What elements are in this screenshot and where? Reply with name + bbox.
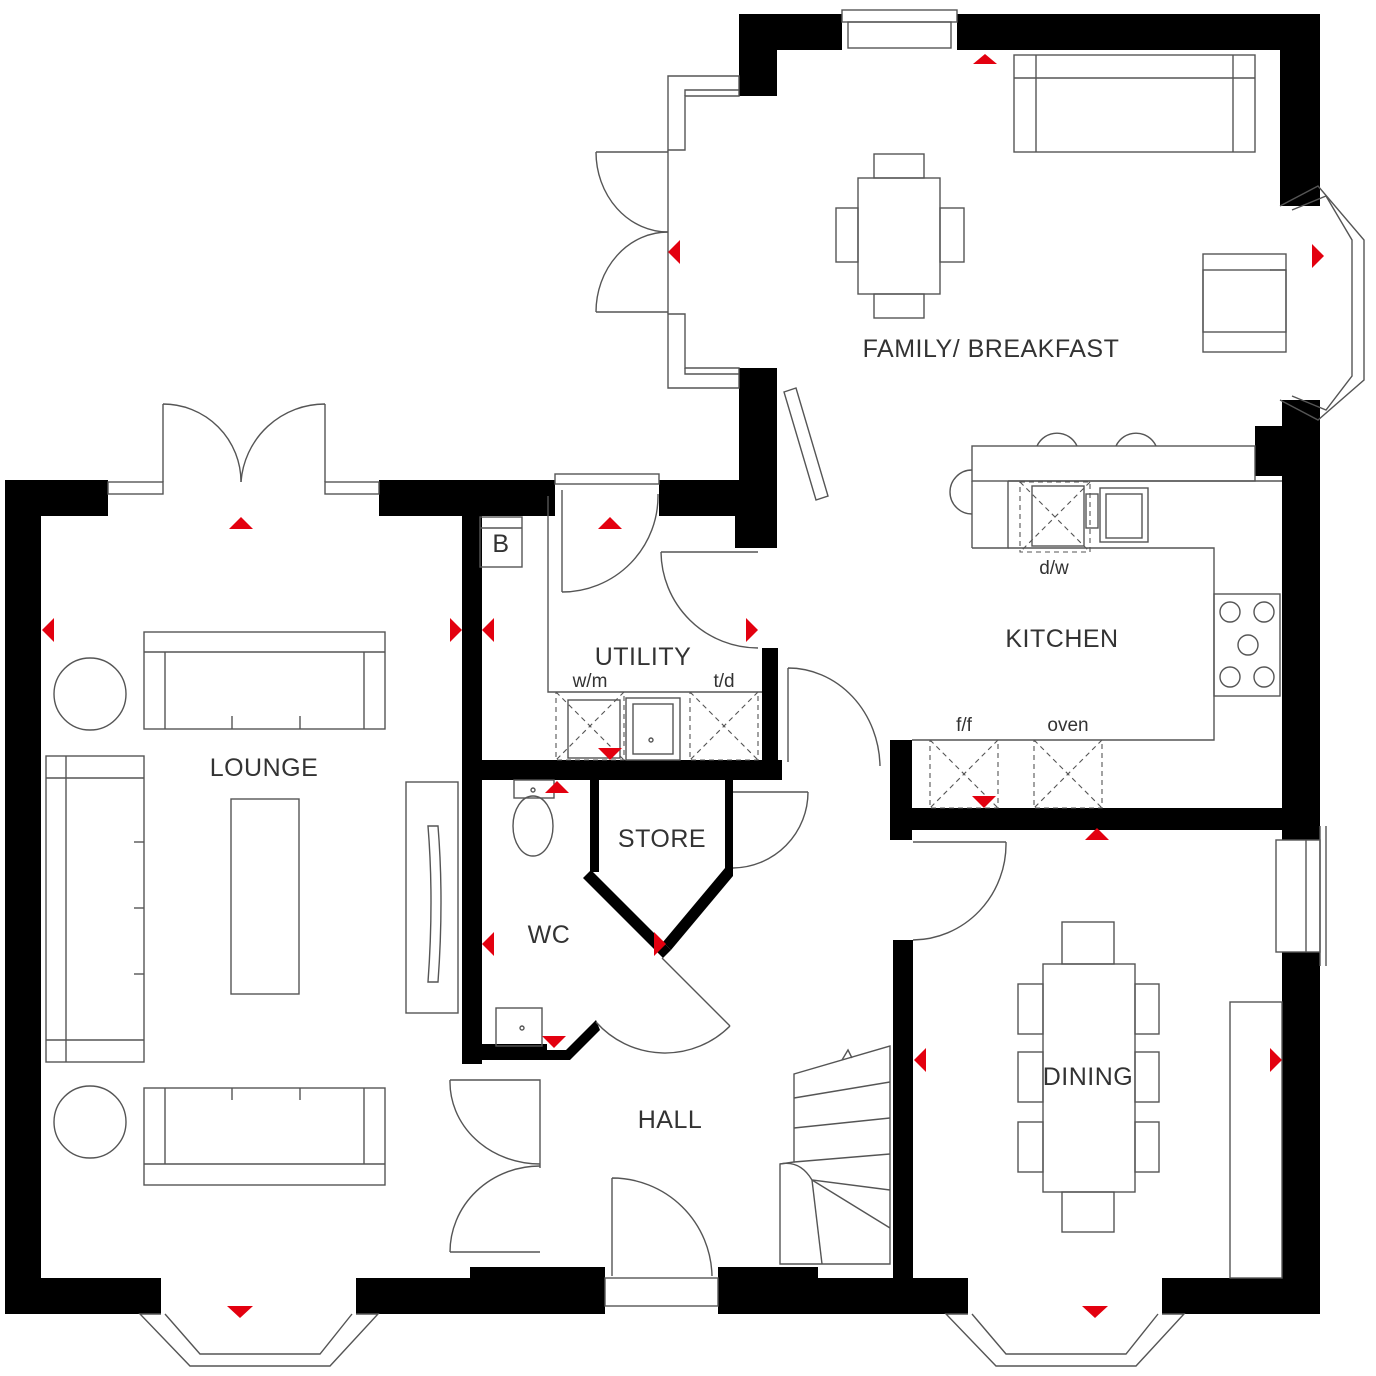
label-washing-machine: w/m — [572, 671, 608, 692]
marker-lounge-left — [42, 618, 54, 642]
utility-right-wall — [762, 648, 778, 778]
marker-lounge-right — [450, 618, 462, 642]
marker-lounge-top — [229, 517, 253, 529]
room-label-wc: WC — [528, 921, 571, 949]
hall-front-wall-left — [470, 1267, 605, 1314]
marker-family-right — [1312, 244, 1324, 268]
lounge-left-wall — [5, 480, 41, 1314]
hall-front-wall-right — [718, 1267, 818, 1314]
label-boiler: B — [492, 530, 509, 558]
family-top-wall-right — [957, 14, 1320, 50]
marker-utility-bottom — [598, 748, 622, 760]
wc-fixtures — [495, 779, 555, 1047]
room-label-kitchen: KITCHEN — [1005, 625, 1118, 653]
lounge-interior-wall — [462, 516, 482, 1064]
label-tumble-dryer: t/d — [713, 671, 734, 692]
marker-lounge-bottom — [227, 1306, 253, 1318]
label-oven: oven — [1047, 715, 1088, 736]
dining-right-wall — [1282, 952, 1320, 1314]
walls — [5, 14, 1320, 1314]
room-label-family-breakfast: FAMILY/ BREAKFAST — [863, 335, 1120, 363]
room-label-dining: DINING — [1043, 1063, 1134, 1091]
staircase — [779, 1045, 891, 1265]
kitchen-units — [912, 432, 1282, 809]
room-label-utility: UTILITY — [595, 643, 692, 671]
kitchen-dining-wall — [890, 808, 1282, 830]
dining-bottom-wall-left — [818, 1278, 968, 1314]
marker-wc-bottom — [542, 1036, 566, 1048]
room-label-store: STORE — [618, 825, 706, 853]
utility-units — [479, 496, 762, 761]
dining-left-wall — [893, 940, 913, 1280]
dining-table — [1017, 921, 1283, 1279]
room-labels: FAMILY/ BREAKFAST KITCHEN UTILITY LOUNGE… — [210, 335, 1134, 1134]
family-armchair — [1202, 253, 1287, 353]
label-fridge-freezer: f/f — [956, 715, 973, 736]
lounge-bottom-wall-right — [356, 1278, 470, 1314]
family-table — [835, 153, 965, 319]
marker-utility-left — [482, 618, 494, 642]
family-left-upper-wall — [739, 14, 777, 96]
marker-utility-top — [598, 517, 622, 529]
marker-family-left — [668, 240, 680, 264]
marker-wc-left — [482, 932, 494, 956]
wc-bottom-wall — [462, 1044, 547, 1060]
label-dishwasher: d/w — [1039, 558, 1069, 579]
doors[interactable] — [162, 151, 1007, 1277]
marker-family-top — [973, 54, 997, 64]
room-label-lounge: LOUNGE — [210, 754, 319, 782]
utility-bottom-wall — [462, 760, 782, 780]
kitchen-right-step — [1255, 426, 1319, 476]
family-sofa — [1013, 54, 1256, 153]
marker-kitchen-left — [746, 618, 758, 642]
room-label-hall: HALL — [638, 1106, 703, 1134]
family-wall-corner — [735, 480, 777, 548]
dimension-markers — [42, 54, 1324, 1318]
marker-kitchen-bottom — [972, 796, 996, 808]
marker-dining-left — [914, 1048, 926, 1072]
lounge-furniture — [45, 631, 459, 1186]
lounge-top-wall-right — [379, 480, 555, 516]
lounge-bottom-wall-left — [5, 1278, 161, 1314]
furniture — [45, 54, 1287, 1279]
marker-dining-top — [1085, 828, 1109, 840]
windows — [107, 9, 1365, 1367]
marker-store-right — [654, 932, 666, 956]
marker-wc-top — [545, 781, 569, 793]
marker-dining-bottom — [1082, 1306, 1108, 1318]
marker-dining-right — [1270, 1048, 1282, 1072]
appliance-labels: B w/m t/d d/w f/f oven — [492, 530, 1088, 736]
store-walls — [540, 778, 733, 1060]
